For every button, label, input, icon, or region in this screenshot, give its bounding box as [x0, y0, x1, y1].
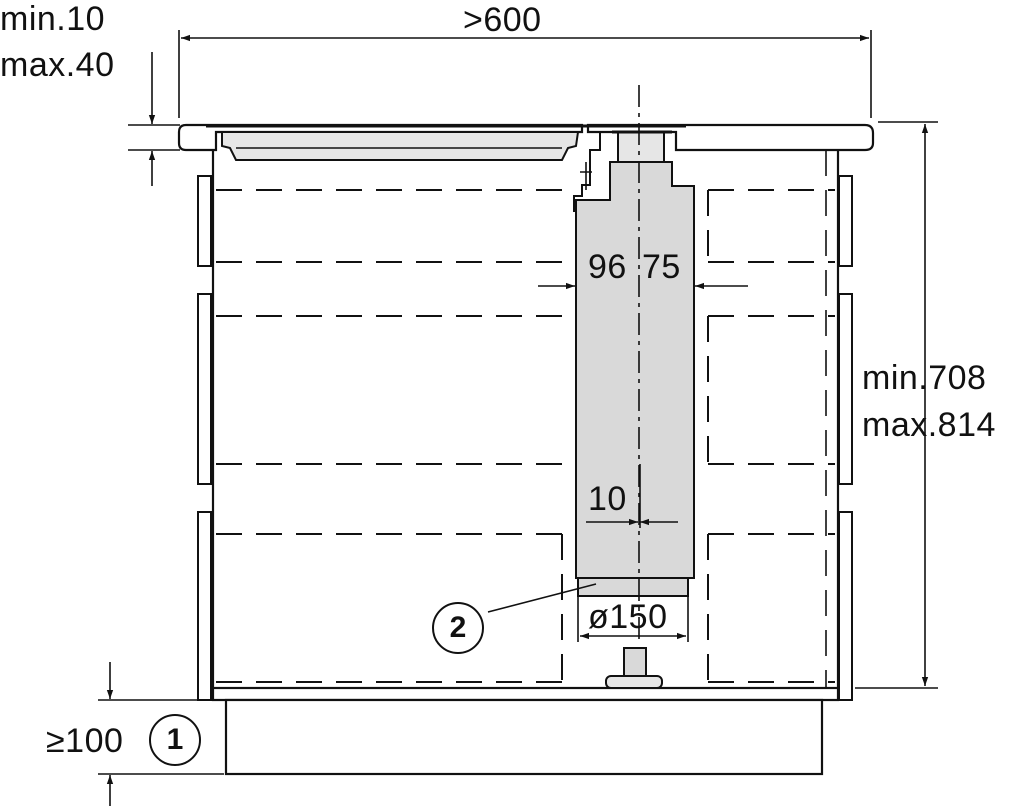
fan-unit [617, 131, 665, 163]
width-dimension-label: >600 [463, 1, 542, 39]
cabinet [211, 150, 840, 776]
extractor-casing [573, 131, 601, 212]
right-door-fronts [838, 175, 853, 701]
duct-left-label: 96 [588, 248, 627, 286]
duct-outlet [577, 577, 689, 597]
top-max-label: max.40 [0, 46, 115, 84]
spigot [623, 647, 647, 679]
diameter-label: ø150 [588, 598, 668, 636]
dimension-lines [98, 30, 938, 806]
extraction-duct [575, 161, 695, 579]
callout-plinth-gap: 1 [149, 714, 201, 766]
spigot-base [605, 675, 663, 689]
height-max-label: max.814 [862, 406, 996, 444]
hob-body [221, 131, 580, 161]
top-min-label: min.10 [0, 0, 106, 38]
duct-right-label: 75 [642, 248, 681, 286]
drawers-dashed [216, 189, 835, 683]
callout-duct-outlet: 2 [432, 602, 484, 654]
plinth-height-label: ≥100 [46, 722, 124, 760]
offset-label: 10 [588, 480, 627, 518]
left-door-fronts [197, 175, 212, 701]
height-min-label: min.708 [862, 359, 987, 397]
